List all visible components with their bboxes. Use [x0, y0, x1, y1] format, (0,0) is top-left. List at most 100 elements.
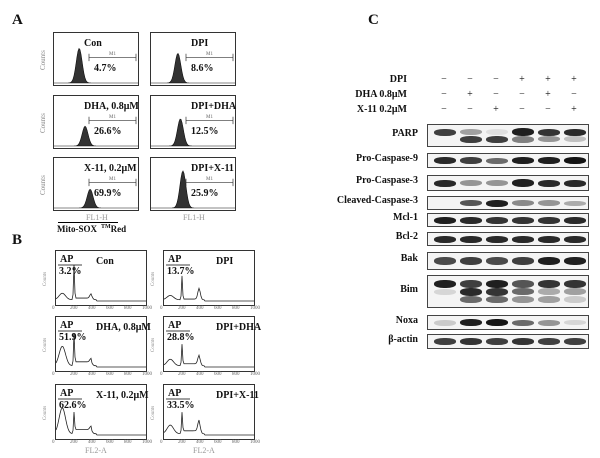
y-axis-label: Counts [151, 405, 156, 420]
treatment-sign: − [467, 104, 473, 115]
x-tick-label: 800 [124, 306, 132, 311]
condition-label: DPI [191, 38, 209, 49]
treatment-sign: + [467, 89, 473, 100]
ap-label: AP [168, 254, 182, 265]
treatment-sign: + [571, 74, 577, 85]
blot-label: Pro-Caspase-3 [355, 175, 418, 186]
x-tick-label: 800 [124, 372, 132, 377]
percent-label: 28.8% [167, 332, 195, 343]
x-tick-label: 400 [196, 306, 204, 311]
protein-band [486, 235, 508, 243]
x-tick-label: 600 [214, 306, 222, 311]
percent-label: 3.2% [59, 266, 82, 277]
protein-band [460, 157, 482, 164]
x-tick-label: 1000 [250, 372, 260, 377]
blot-label: Noxa [395, 314, 418, 326]
y-axis-label: Counts [39, 113, 47, 133]
condition-label: DHA, 0.8μM [84, 101, 139, 112]
condition-label: DPI+X-11 [191, 163, 234, 174]
blot-label: Pro-Caspase-9 [355, 152, 418, 164]
protein-band [486, 287, 508, 296]
protein-band [512, 288, 534, 295]
treatment-sign: + [571, 104, 577, 115]
blot-strip [427, 334, 589, 349]
x-tick-label: 0 [160, 372, 163, 377]
protein-band [564, 320, 586, 325]
blot-label: Mcl-1 [393, 212, 418, 223]
histogram-curve [151, 118, 235, 147]
protein-band [538, 128, 560, 136]
percent-label: 26.6% [94, 126, 122, 138]
treatment-sign: − [493, 74, 499, 85]
protein-band [434, 257, 456, 265]
protein-band [486, 157, 508, 164]
y-axis-label: Counts [43, 405, 48, 420]
blot-label: Bcl-2 [395, 231, 418, 242]
protein-band [538, 295, 560, 303]
x-tick-label: 800 [124, 440, 132, 445]
protein-band [460, 257, 482, 265]
protein-band [460, 338, 482, 345]
blot-label: β-actin [388, 333, 418, 345]
condition-label: DPI+X-11 [216, 390, 259, 401]
protein-band [460, 279, 482, 288]
protein-band [434, 319, 456, 326]
blot-label: Bim [400, 283, 418, 295]
protein-band [460, 235, 482, 243]
panel-label-b: B [12, 232, 23, 248]
y-axis-label: Counts [43, 337, 48, 352]
protein-band [512, 200, 534, 206]
protein-band [538, 288, 560, 295]
x-axis-label: FL2-A [85, 446, 107, 455]
protein-band [434, 216, 456, 224]
treatment-sign: − [545, 104, 551, 115]
protein-band [460, 216, 482, 224]
protein-band [434, 235, 456, 243]
treatment-sign: − [571, 89, 577, 100]
protein-band [460, 319, 482, 326]
x-tick-label: 200 [178, 306, 186, 311]
protein-band [538, 235, 560, 243]
x-tick-label: 200 [178, 440, 186, 445]
protein-band [512, 135, 534, 143]
m1-label: M1 [109, 114, 116, 120]
protein-band [434, 288, 456, 295]
protein-band [538, 179, 560, 187]
histogram-curve [56, 407, 146, 436]
x-tick-label: 400 [88, 306, 96, 311]
x-axis-label: FL1-H [183, 213, 205, 222]
ap-label: AP [168, 320, 182, 331]
blot-strip [427, 275, 589, 308]
x-tick-label: 800 [232, 306, 240, 311]
treatment-sign: − [467, 74, 473, 85]
x-axis-label: FL2-A [193, 446, 215, 455]
protein-band [538, 200, 560, 206]
ap-label: AP [168, 388, 182, 399]
treatment-sign: + [519, 74, 525, 85]
protein-band [538, 136, 560, 142]
protein-band [460, 180, 482, 186]
histogram-curve [54, 47, 138, 84]
protein-band [512, 257, 534, 265]
histogram-curve [54, 188, 138, 209]
percent-label: 51.9% [59, 332, 87, 343]
arrow-line [58, 222, 118, 223]
percent-label: 62.6% [59, 400, 87, 411]
blot-strip [427, 213, 589, 227]
condition-label: Con [96, 256, 114, 267]
blot-label: PARP [392, 127, 418, 139]
y-axis-label: Counts [43, 271, 48, 286]
x-tick-label: 600 [214, 372, 222, 377]
protein-band [460, 135, 482, 143]
percent-label: 33.5% [167, 400, 195, 411]
m1-label: M1 [109, 176, 116, 182]
ap-label: AP [60, 320, 74, 331]
x-tick-label: 0 [52, 306, 55, 311]
